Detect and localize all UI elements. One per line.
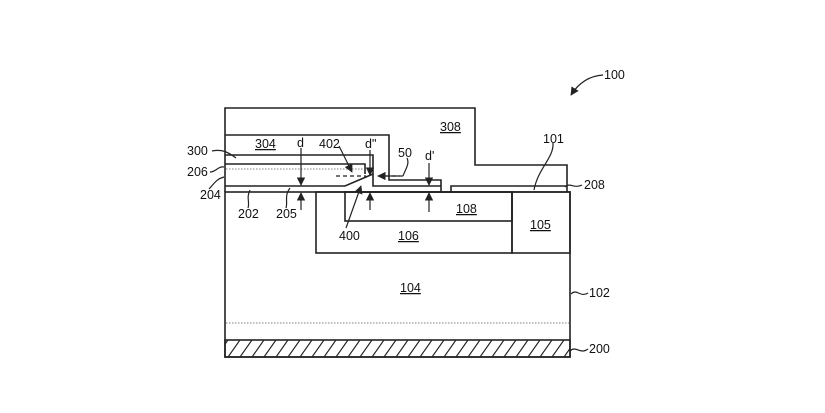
leader-50 [402,157,409,177]
leader-400 [345,185,363,229]
leader-202 [247,189,251,209]
layer-204-205-outline [225,173,374,187]
label-102: 102 [589,286,610,300]
dim-d-prime-label: d' [425,149,434,163]
leader-206 [209,166,225,173]
label-100: 100 [604,68,625,82]
layer-304-outline [225,134,442,192]
leader-102 [570,291,589,296]
layer-206-outline [225,163,366,174]
label-101: 101 [543,132,564,146]
leader-101 [533,142,554,191]
leader-208 [564,184,583,188]
dim-d-double-prime-label: d" [365,137,376,151]
label-205: 205 [276,207,297,221]
label-200: 200 [589,342,610,356]
layer-308-outline [224,107,568,192]
dim-d-label: d [297,136,304,150]
label-300: 300 [187,144,208,158]
leader-204 [208,176,225,190]
leader-402 [338,145,353,173]
label-308: 308 [440,120,461,134]
label-104: 104 [400,281,421,295]
label-50: 50 [398,146,412,160]
label-108: 108 [456,202,477,216]
label-402: 402 [319,137,340,151]
leader-300 [211,149,237,159]
label-206: 206 [187,165,208,179]
leader-205 [285,187,291,209]
backside-layer-200 [224,339,571,358]
region-105 [511,191,571,254]
label-106: 106 [398,229,419,243]
label-105: 105 [530,218,551,232]
label-202: 202 [238,207,259,221]
label-204: 204 [200,188,221,202]
layer-208 [450,185,568,192]
leader-100 [570,74,604,96]
label-400: 400 [339,229,360,243]
label-208: 208 [584,178,605,192]
label-304: 304 [255,137,276,151]
leader-200 [569,348,589,352]
